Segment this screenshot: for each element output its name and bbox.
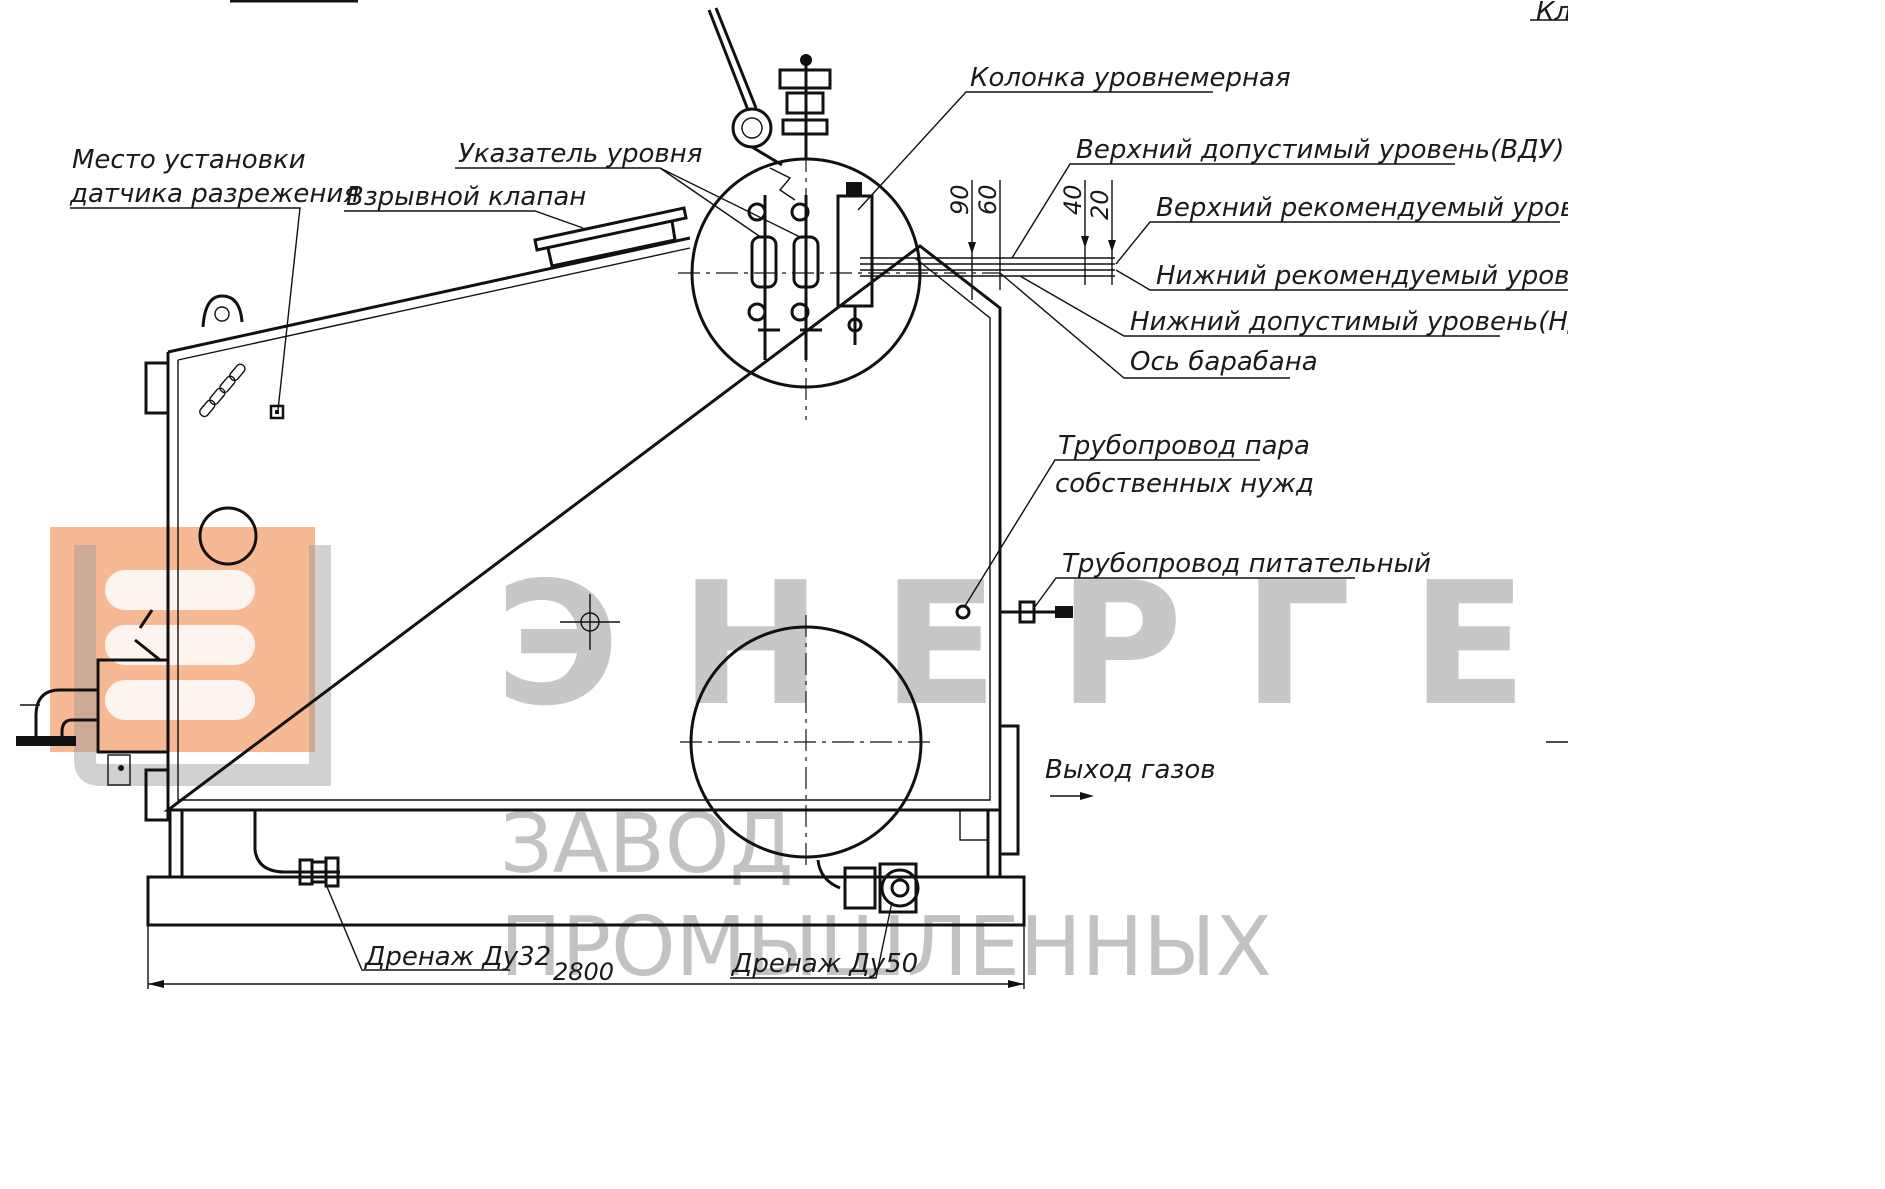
leader-drain-50 [730,901,893,979]
steam-pipe [955,600,1073,624]
watermark-brand: ЭНЕРГЕ [495,546,1568,744]
label-upper-recommended: Верхний рекомендуемый уровень(ВРУ) [1156,193,1568,223]
center-mark [560,594,620,650]
burner [16,609,170,786]
burner-body [96,658,170,754]
burner-pipe-flange [16,736,76,746]
label-lower-allowed: Нижний допустимый уровень(НДУ) [1130,307,1568,337]
label-level-column: Колонка уровнемерная [970,63,1291,93]
label-lower-recommended: Нижний рекомендуемый уровень(НРУ) [1156,261,1568,291]
level-gauge-right [790,195,822,360]
level-column [836,182,874,345]
watermark-logo-mark [105,570,255,720]
leader-sensor-place [70,207,301,411]
level-gauge-left [747,195,780,360]
lever-arm [707,7,783,167]
overall-length-dimension [147,925,1025,989]
drain-pipe-32 [253,810,340,888]
explosion-valve [533,206,688,268]
gas-outlet-flange [998,724,1020,856]
label-upper-allowed: Верхний допустимый уровень(ВДУ) [1076,135,1564,165]
leader-lower-recommended [1115,269,1568,291]
lower-drum [680,615,930,870]
front-flange-top [144,361,170,415]
leader-drum-axis [999,272,1290,379]
label-steam-pipe-1: Трубопровод пара [1058,431,1310,461]
front-flange-bottom [144,768,170,822]
leader-upper-recommended [1115,221,1560,265]
label-drain-50: Дренаж Ду50 [731,949,918,979]
label-level-indicator: Указатель уровня [458,139,702,169]
vacuum-sensor-marker [269,404,285,420]
chain-icon [199,363,246,418]
inspection-port [198,506,258,566]
label-explosion-valve: Взрывной клапан [346,182,586,212]
boiler-body [144,206,1002,822]
label-feed-pipe: Трубопровод питательный [1062,549,1431,579]
leader-drain-32 [324,881,510,971]
leader-steam-pipe [964,459,1260,607]
label-steam-pipe-2: собственных нужд [1055,469,1314,499]
leader-lower-allowed [1019,275,1500,337]
corner-text-fragment: Кл [1536,0,1568,27]
lifting-eye [201,294,244,328]
label-drum-axis: Ось барабана [1130,347,1318,377]
leader-feed-pipe [1033,577,1355,609]
leader-level-indicator [455,167,803,239]
level-lines [860,180,1116,300]
label-sensor-place-1: Место установки [72,145,306,175]
label-sensor-place-2: датчика разрежения [69,179,359,209]
dimension-90: 90 [946,184,974,215]
dimension-20: 20 [1086,189,1114,220]
leader-upper-allowed [1011,163,1455,259]
watermark: ЭНЕРГЕ ЗАВОД ПРОМЫШЛЕННЫХ [50,527,1568,989]
leader-level-column [857,91,1213,211]
watermark-line-2: ПРОМЫШЛЕННЫХ [500,900,1272,989]
boiler-drawing: ЭНЕРГЕ ЗАВОД ПРОМЫШЛЕННЫХ Кл [16,0,1568,989]
safety-valve [778,54,832,160]
dimension-2800: 2800 [553,958,614,986]
label-gas-outlet: Выход газов [1045,755,1216,785]
boiler-drawing-svg: ЭНЕРГЕ ЗАВОД ПРОМЫШЛЕННЫХ Кл [16,0,1568,989]
dimension-60: 60 [974,184,1002,215]
gas-outlet-arrow-icon [1080,792,1094,800]
label-drain-32: Дренаж Ду32 [364,942,551,972]
watermark-logo-frame [74,545,331,786]
dimension-40: 40 [1059,184,1087,215]
leader-explosion-valve [344,210,584,229]
drain-pipe-50 [816,859,920,914]
base-frame [146,724,1026,927]
